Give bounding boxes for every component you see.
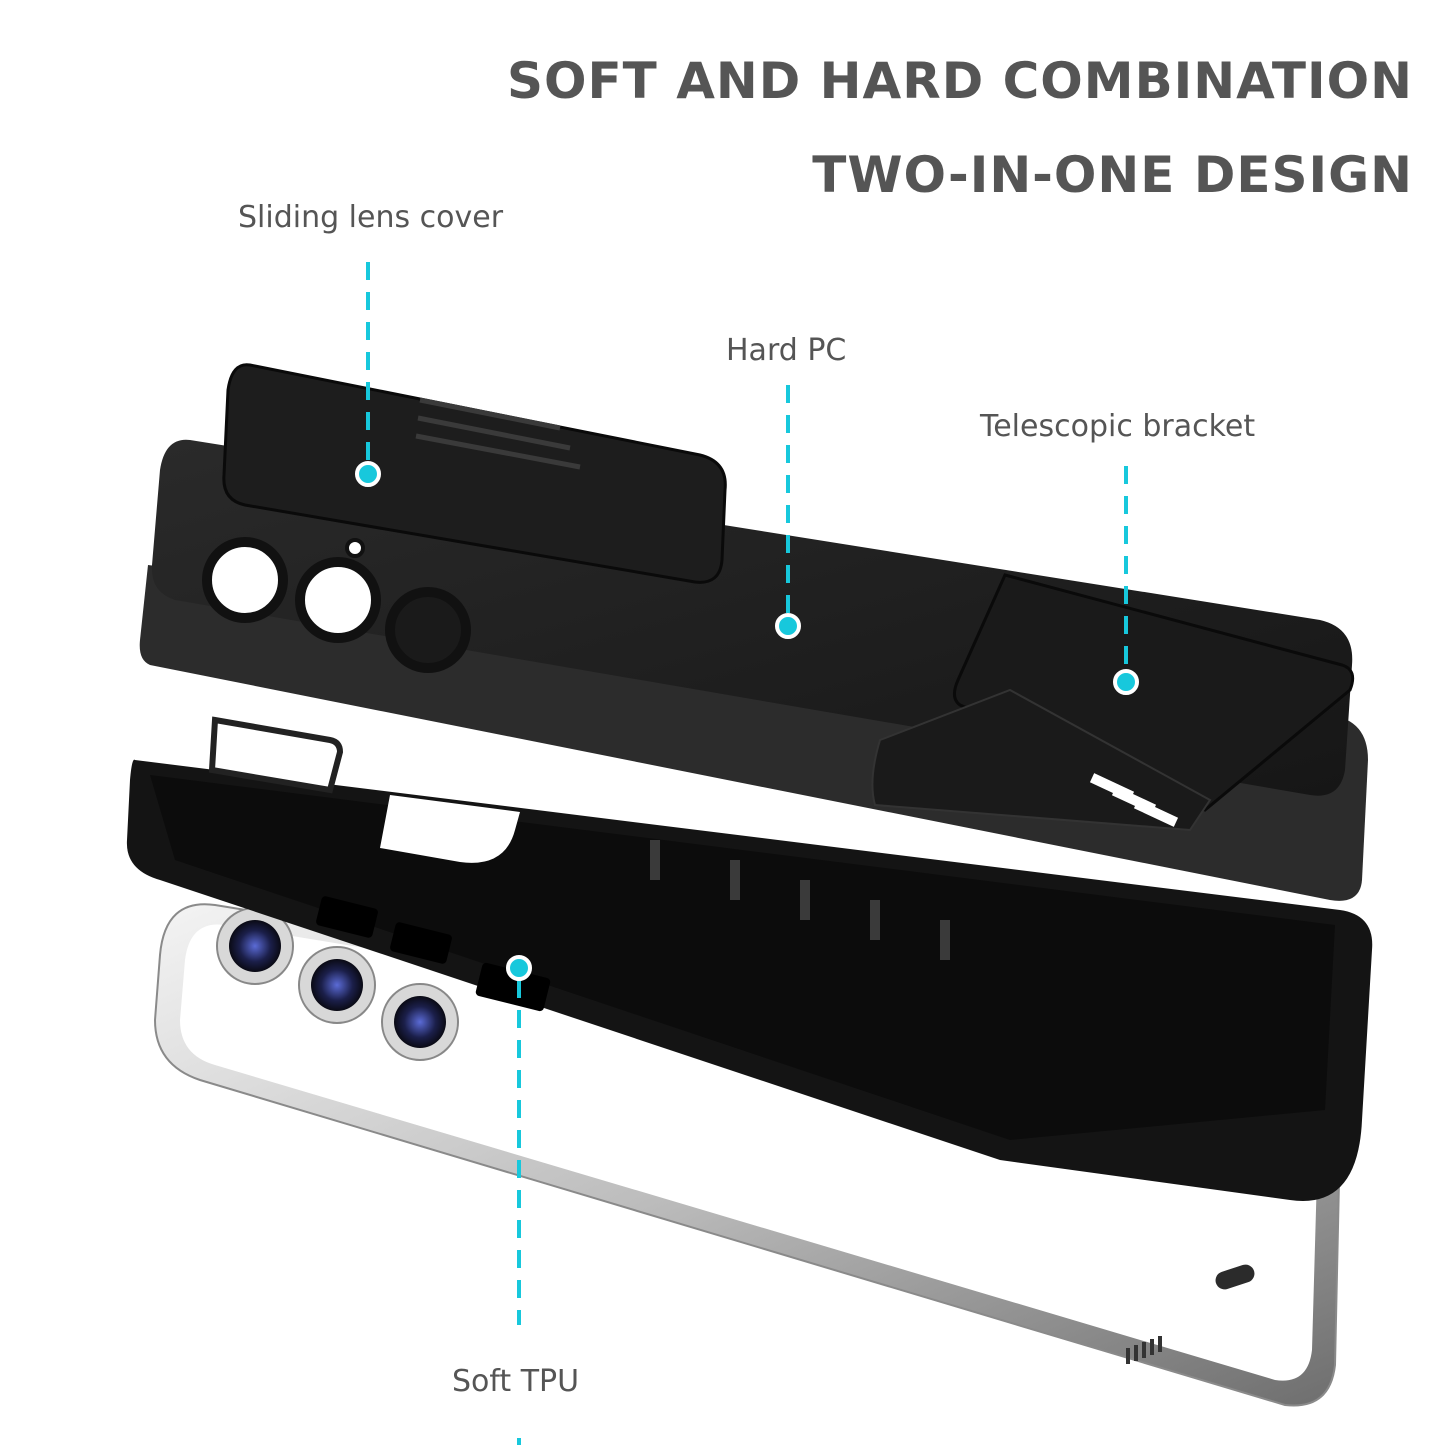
headline-line-1: SOFT AND HARD COMBINATION	[507, 52, 1413, 110]
lens-cover-callout-dot	[355, 461, 381, 487]
headline-line-2: TWO-IN-ONE DESIGN	[812, 146, 1413, 204]
bracket-label: Telescopic bracket	[980, 409, 1256, 444]
soft-tpu-label: Soft TPU	[452, 1364, 580, 1399]
callout-leaders	[366, 262, 1128, 1445]
soft-tpu-case	[126, 716, 1373, 1201]
tpu-side-buttons	[316, 896, 551, 1012]
hard-pc-label: Hard PC	[726, 333, 847, 368]
case-camera-cutouts	[202, 537, 471, 673]
hard-pc-shell	[139, 363, 1369, 960]
phone-camera-lenses	[216, 907, 459, 1061]
lens-cover-label: Sliding lens cover	[238, 200, 504, 235]
telescopic-bracket	[871, 573, 1355, 832]
bracket-callout-dot	[1113, 669, 1139, 695]
phone-body	[153, 903, 1342, 1407]
sliding-lens-cover	[222, 363, 727, 584]
soft-tpu-callout-dot	[506, 955, 532, 981]
hard-pc-callout-dot	[775, 613, 801, 639]
